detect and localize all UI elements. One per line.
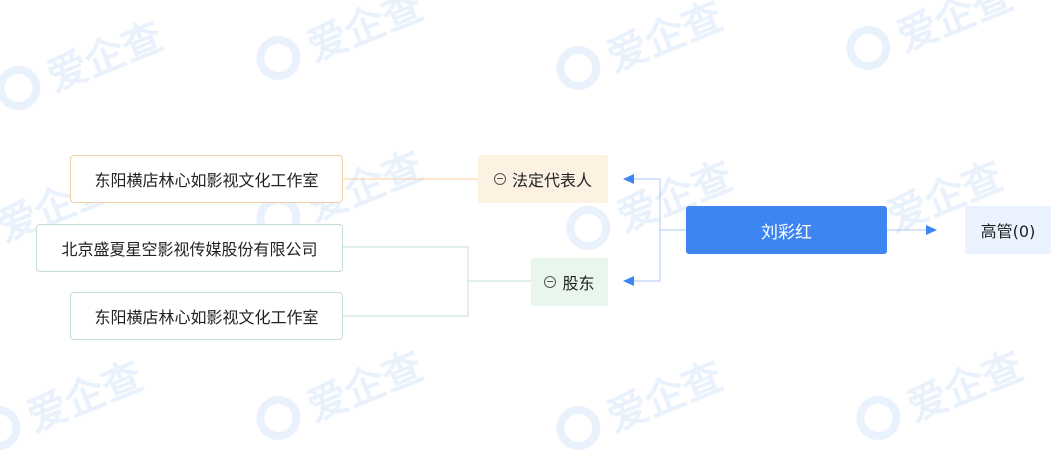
company-name: 北京盛夏星空影视传媒股份有限公司 xyxy=(61,240,318,259)
person-name: 刘彩红 xyxy=(761,222,812,243)
shareholder-category-node[interactable]: 股东 xyxy=(531,258,608,306)
arrow-right-icon xyxy=(926,225,937,235)
arrow-left-icon xyxy=(623,276,634,286)
shareholder-company-node[interactable]: 北京盛夏星空影视传媒股份有限公司 xyxy=(36,224,343,272)
company-name: 东阳横店林心如影视文化工作室 xyxy=(94,308,319,327)
legal-rep-company-node[interactable]: 东阳横店林心如影视文化工作室 xyxy=(70,155,343,203)
collapse-icon[interactable] xyxy=(493,173,506,185)
legal-rep-category-node[interactable]: 法定代表人 xyxy=(478,155,608,203)
executives-node[interactable]: 高管(0) xyxy=(965,206,1051,254)
collapse-icon[interactable] xyxy=(544,276,557,288)
shareholder-connector xyxy=(343,246,531,317)
center-branch-connector xyxy=(631,178,686,282)
arrow-left-icon xyxy=(623,174,634,184)
shareholder-company-node[interactable]: 东阳横店林心如影视文化工作室 xyxy=(70,292,343,340)
category-label: 法定代表人 xyxy=(511,171,592,190)
executives-label: 高管(0) xyxy=(980,222,1036,241)
category-label: 股东 xyxy=(562,274,595,293)
company-name: 东阳横店林心如影视文化工作室 xyxy=(94,171,319,190)
center-person-node[interactable]: 刘彩红 xyxy=(686,206,887,254)
